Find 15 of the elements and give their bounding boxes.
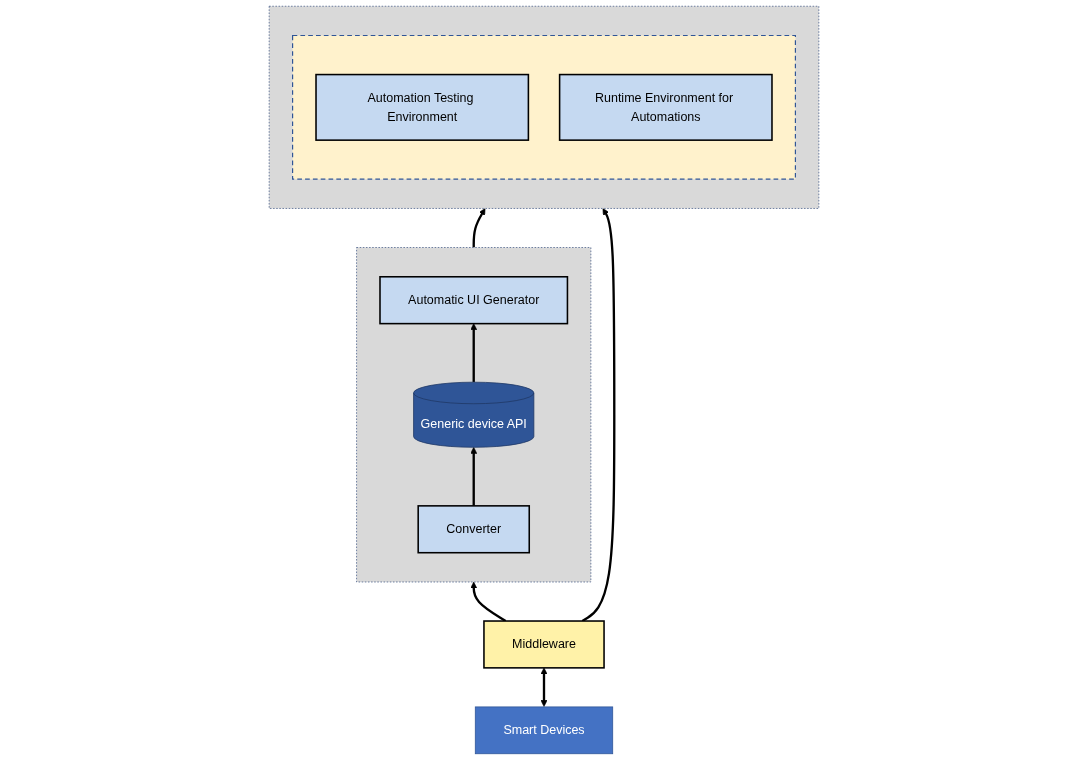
cluster xyxy=(268,5,819,209)
node-box: Automatic UI Generator xyxy=(378,276,568,325)
arrow xyxy=(540,667,547,707)
node-box: Automation Testing Environment xyxy=(314,73,529,141)
arrow xyxy=(581,208,615,622)
arrow xyxy=(469,447,477,506)
node-box: Runtime Environment for Automations xyxy=(558,73,773,141)
node-box: Middleware xyxy=(482,620,605,669)
node-box: Converter xyxy=(416,505,530,554)
cluster xyxy=(355,247,591,583)
arrow xyxy=(469,323,477,383)
cluster xyxy=(291,34,796,180)
arrow xyxy=(472,208,485,248)
node-box: Smart Devices xyxy=(474,706,613,755)
arrow xyxy=(469,581,506,622)
